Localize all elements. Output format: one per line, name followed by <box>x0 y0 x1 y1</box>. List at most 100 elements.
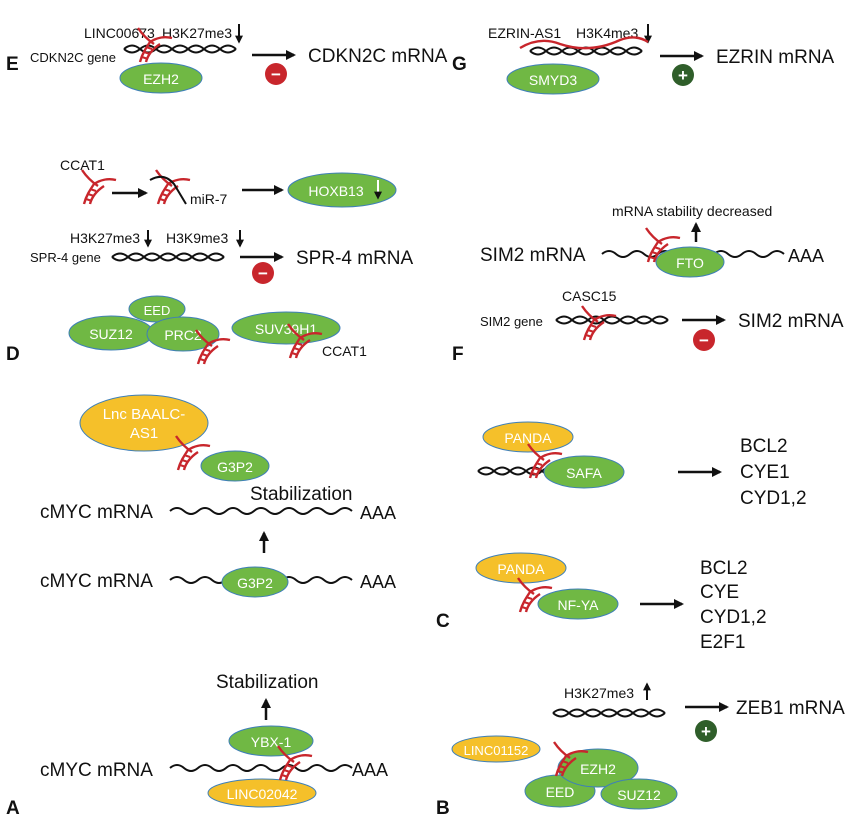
a-lnc-ellipse <box>207 778 317 808</box>
a2-polya-top: AAA <box>360 503 396 523</box>
a2-effect: Stabilization <box>250 484 352 505</box>
c-target-3: CYD1,2 <box>700 607 767 628</box>
a2-protein-ellipse-bottom <box>221 566 289 598</box>
d-repress-sign <box>252 262 274 284</box>
d-lnc-label: CCAT1 <box>322 343 367 359</box>
g-lncrna-strand <box>519 36 649 50</box>
a2-protein-label-top: G3P2 <box>217 459 253 475</box>
e-protein-label: EZH2 <box>143 71 179 87</box>
d-protein-prc2-label: PRC2 <box>164 327 202 343</box>
b-protein-suz12-label: SUZ12 <box>617 787 661 803</box>
d-dna-helix <box>111 252 225 262</box>
b-protein-suz12 <box>600 778 678 810</box>
panel-letter-b: B <box>436 798 450 819</box>
d-lncrna-hairpin-3 <box>80 168 118 206</box>
e-sign-label: − <box>271 65 281 84</box>
a2-mrna-strand-top <box>169 507 353 515</box>
a-lnc-label: LINC02042 <box>227 786 298 802</box>
e-protein-ellipse <box>119 62 203 94</box>
d-protein-eed-label: EED <box>144 303 171 318</box>
f-lnc-label: CASC15 <box>562 288 617 304</box>
b-dna-helix <box>552 708 666 718</box>
f-sign-label: − <box>699 331 709 350</box>
g-sign-label: + <box>678 66 688 85</box>
a2-lnc-ellipse <box>79 394 209 452</box>
f-polya: AAA <box>788 246 824 266</box>
panel-letter-e: E <box>6 54 19 75</box>
panel-letter-a: A <box>6 798 20 819</box>
e-mark: H3K27me3 <box>162 25 232 41</box>
d-lnc-label-2: CCAT1 <box>60 157 105 173</box>
d-protein-suv39h1 <box>231 311 341 345</box>
d-sign-label: − <box>258 264 268 283</box>
c-target-1: BCL2 <box>700 558 748 579</box>
b-lnc-ellipse <box>451 735 541 763</box>
d-hox-ellipse <box>287 172 397 208</box>
b-protein-eed-label: EED <box>546 784 575 800</box>
b-sign-label: + <box>701 722 711 741</box>
d-product: SPR-4 mRNA <box>296 248 414 269</box>
d-mark2: H3K9me3 <box>166 230 228 246</box>
d-hox-label: HOXB13 <box>308 183 363 199</box>
panel-a-lnc-baalc: cMYC mRNA G3P2 AAA cMYC mRNA AAA Stabili… <box>40 394 396 598</box>
f-dna-helix <box>555 315 669 325</box>
a2-mrna-label-bottom: cMYC mRNA <box>40 571 153 592</box>
panel-f: F SIM2 gene CASC15 SIM2 mRNA − SIM2 mRNA… <box>452 203 844 365</box>
a2-protein-label-bottom: G3P2 <box>237 575 273 591</box>
c2-target-2: CYE1 <box>740 462 790 483</box>
d-lncrna-mir-complex <box>154 168 192 206</box>
a2-lnc-line2: AS1 <box>130 425 158 442</box>
c-target-2: CYE <box>700 582 739 603</box>
g-lnc-label: EZRIN-AS1 <box>488 25 561 41</box>
a2-protein-ellipse-top <box>200 450 270 482</box>
c2-target-1: BCL2 <box>740 436 788 457</box>
panel-letter-c: C <box>436 611 450 632</box>
a-effect: Stabilization <box>216 672 318 693</box>
d-mark1: H3K27me3 <box>70 230 140 246</box>
a2-lnc-line1: Lnc BAALC- <box>103 406 186 423</box>
a-protein-label: YBX-1 <box>251 734 292 750</box>
panel-c: C PANDA NF-YA BCL2 CYE CYD1,2 E2F1 <box>436 552 767 653</box>
b-mark: H3K27me3 <box>564 685 634 701</box>
panel-d: D SUZ12 EED PRC2 SUV39H1 CCAT1 SPR-4 gen… <box>6 157 414 366</box>
f-effect: mRNA stability decreased <box>612 203 772 219</box>
a-mrna-label: cMYC mRNA <box>40 760 153 781</box>
c2-lnc-label: PANDA <box>504 430 552 446</box>
b-protein-ezh2-label: EZH2 <box>580 761 616 777</box>
f-repress-sign <box>693 329 715 351</box>
panel-c-safa: PANDA SAFA BCL2 CYE1 CYD1,2 <box>477 421 807 509</box>
panel-letter-d: D <box>6 344 20 365</box>
a-polya: AAA <box>352 760 388 780</box>
c-protein-label: NF-YA <box>558 597 600 613</box>
b-activate-sign <box>695 720 717 742</box>
panel-letter-g: G <box>452 54 467 75</box>
d-gene-label: SPR-4 gene <box>30 250 101 265</box>
f-protein-label: FTO <box>676 255 704 271</box>
a-protein-ellipse <box>228 725 314 757</box>
panel-e: E CDKN2C gene LINC00673 H3K27me3 EZH2 CD… <box>6 24 448 94</box>
f-product: SIM2 mRNA <box>738 311 844 332</box>
d-protein-suv39h1-label: SUV39H1 <box>255 321 317 337</box>
c-protein-ellipse <box>537 588 619 620</box>
a2-mrna-label-top: cMYC mRNA <box>40 502 153 523</box>
g-protein-label: SMYD3 <box>529 72 577 88</box>
g-mark: H3K4me3 <box>576 25 638 41</box>
e-repress-sign <box>265 63 287 85</box>
c2-protein-ellipse <box>543 455 625 489</box>
d-protein-suz12-label: SUZ12 <box>89 326 133 342</box>
e-product: CDKN2C mRNA <box>308 46 448 67</box>
c2-target-3: CYD1,2 <box>740 488 807 509</box>
a-mrna-strand <box>169 764 353 772</box>
f-protein-ellipse <box>655 246 725 278</box>
b-lnc-label: LINC01152 <box>464 743 529 758</box>
e-lnc-label: LINC00673 <box>84 25 155 41</box>
d-mir-strand <box>149 175 187 205</box>
g-activate-sign <box>672 64 694 86</box>
g-product: EZRIN mRNA <box>716 47 835 68</box>
panel-letter-f: F <box>452 344 464 365</box>
c2-lnc-ellipse <box>482 421 574 453</box>
c2-protein-label: SAFA <box>566 465 602 481</box>
panel-a: A cMYC mRNA AAA LINC02042 YBX-1 Stabiliz… <box>6 672 388 819</box>
e-dna-helix <box>123 44 237 54</box>
